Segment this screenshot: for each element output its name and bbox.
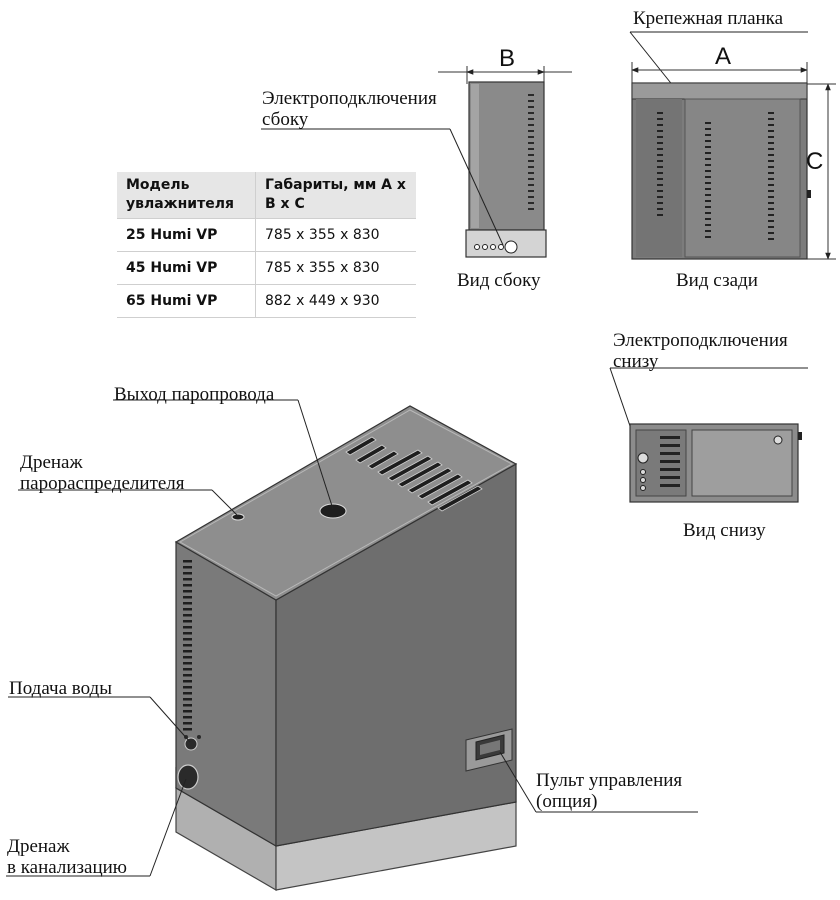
table-row: 45 Humi VP 785 х 355 х 830 — [117, 251, 416, 285]
sewer-drain-fitting — [177, 764, 199, 790]
bottom-view-drawing — [609, 367, 808, 503]
side-vent-column — [183, 560, 192, 731]
side-vent-slots — [528, 94, 534, 210]
model-cell: 45 Humi VP — [117, 251, 256, 285]
rear-view-drawing — [629, 31, 836, 260]
side-connections-label: Электроподключения сбоку — [262, 88, 437, 130]
distributor-drain-label: Дренаж парораспределителя — [20, 452, 185, 494]
water-supply-fitting — [184, 737, 198, 751]
dims-cell: 882 х 449 х 930 — [255, 284, 416, 318]
table-row: 65 Humi VP 882 х 449 х 930 — [117, 284, 416, 318]
humidifier-main-drawing — [6, 399, 698, 892]
sewer-drain-label: Дренаж в канализацию — [7, 836, 127, 878]
top-vent-slots — [345, 436, 483, 512]
control-panel-label: Пульт управления (опция) — [536, 770, 683, 812]
table-header-row: Модель увлажнителя Габариты, мм А х В х … — [117, 172, 416, 219]
table-row: 25 Humi VP 785 х 355 х 830 — [117, 218, 416, 252]
header-dimensions: Габариты, мм А х В х С — [255, 172, 416, 219]
header-model: Модель увлажнителя — [117, 172, 256, 219]
mounting-bar-label: Крепежная планка — [633, 8, 784, 29]
bottom-view-caption: Вид снизу — [683, 520, 766, 541]
mounting-bar — [631, 82, 808, 100]
side-view-drawing — [261, 66, 572, 258]
dims-cell: 785 х 355 х 830 — [255, 251, 416, 285]
distributor-drain-hole — [231, 513, 245, 521]
model-cell: 65 Humi VP — [117, 284, 256, 318]
rear-view-caption: Вид сзади — [676, 270, 758, 291]
bottom-connections-label: Электроподключения снизу — [613, 330, 788, 372]
steam-outlet-label: Выход паропровода — [114, 384, 275, 405]
dim-c-label: C — [806, 148, 824, 175]
dimensions-table: Модель увлажнителя Габариты, мм А х В х … — [117, 172, 416, 318]
housing-top — [174, 405, 518, 601]
side-connection-ports — [474, 240, 518, 254]
model-cell: 25 Humi VP — [117, 218, 256, 252]
dim-b-label: B — [499, 45, 516, 72]
dims-cell: 785 х 355 х 830 — [255, 218, 416, 252]
water-supply-label: Подача воды — [9, 678, 112, 699]
steam-outlet-hole — [319, 503, 347, 519]
dim-a-label: A — [715, 43, 732, 70]
side-view-caption: Вид сбоку — [457, 270, 541, 291]
